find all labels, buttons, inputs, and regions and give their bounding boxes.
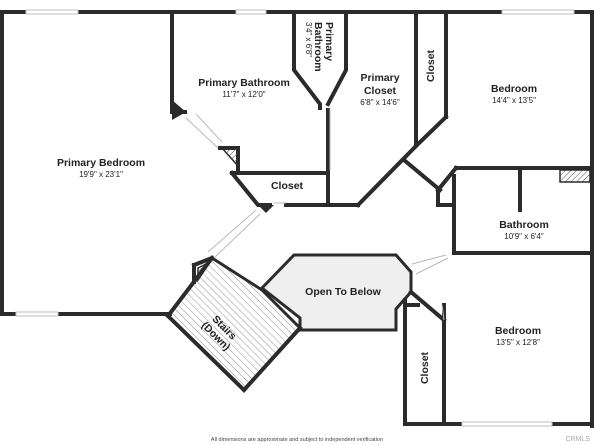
watermark: CRMLS: [565, 436, 590, 443]
room-dimensions: 10'9" x 6'4": [504, 232, 544, 241]
room-name: Closet: [271, 180, 304, 192]
room-bedroom-se: Bedroom 13'5" x 12'8": [495, 325, 541, 347]
room-open-to-below: Open To Below: [305, 286, 381, 298]
room-dimensions: 3'4" x 6'8": [304, 22, 313, 57]
room-primary-bedroom: Primary Bedroom 19'9" x 23'1": [57, 157, 145, 179]
room-dimensions: 14'4" x 13'5": [492, 96, 536, 105]
wall-corner-triangle: [258, 205, 274, 213]
room-name: Closet: [425, 49, 437, 82]
room-primary-bathroom-small: Primary Bathroom 3'4" x 6'8": [304, 22, 335, 72]
room-name: Primary Bathroom: [198, 77, 290, 89]
room-dimensions: 13'5" x 12'8": [496, 338, 540, 347]
exterior-walls: [0, 10, 594, 428]
room-name-line1: Primary: [323, 22, 335, 61]
room-name: Open To Below: [305, 286, 381, 298]
room-primary-bathroom: Primary Bathroom 11'7" x 12'0": [198, 77, 290, 99]
hatched-block: [197, 260, 213, 283]
wall-corner-triangle: [172, 100, 186, 120]
room-bathroom: Bathroom 10'9" x 6'4": [499, 219, 549, 241]
windows: [15, 9, 575, 427]
room-closet-center: Closet: [271, 180, 304, 192]
door-openings: [185, 108, 449, 321]
room-primary-closet: Primary Closet 6'8" x 14'6": [360, 72, 400, 107]
room-name: Bedroom: [495, 325, 541, 337]
room-name: Closet: [419, 351, 431, 384]
hatched-block: [559, 169, 591, 183]
room-name-line2: Bathroom: [312, 22, 324, 72]
room-dimensions: 6'8" x 14'6": [360, 98, 400, 107]
room-dimensions: 11'7" x 12'0": [222, 90, 265, 99]
room-closet-se: Closet: [419, 351, 431, 384]
room-name: Primary Bedroom: [57, 157, 145, 169]
room-name-line1: Primary: [360, 72, 399, 84]
room-name: Bedroom: [491, 83, 537, 95]
room-bedroom-ne: Bedroom 14'4" x 13'5": [491, 83, 537, 105]
disclaimer-footer: All dimensions are approximate and subje…: [210, 437, 384, 443]
room-dimensions: 19'9" x 23'1": [79, 170, 123, 179]
room-name-line2: Closet: [364, 85, 397, 97]
room-name: Bathroom: [499, 219, 549, 231]
hatched-block: [220, 147, 239, 168]
room-closet-top: Closet: [425, 49, 437, 82]
